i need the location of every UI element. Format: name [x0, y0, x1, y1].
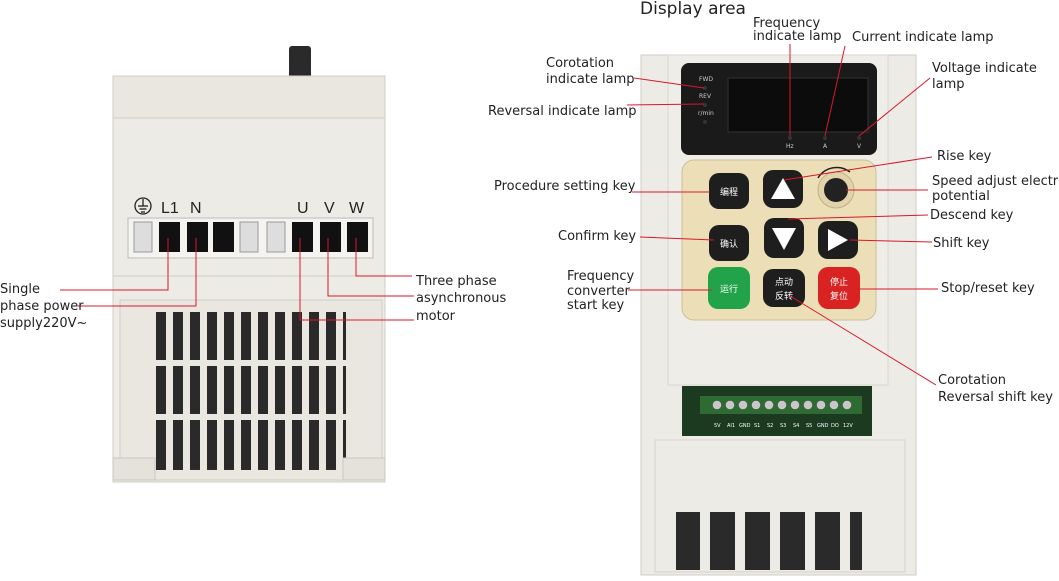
right-vent-bars — [700, 512, 850, 570]
callout-frequency-lamp-1: Frequency — [753, 16, 820, 31]
callout-corotation-reversal-2: Reversal shift key — [938, 390, 1053, 405]
top-cable-gland — [289, 46, 311, 78]
callout-frequency-lamp-2: indicate lamp — [753, 29, 842, 44]
left-mount-foot — [112, 457, 156, 481]
callout-shift-key: Shift key — [933, 236, 990, 251]
rmin-lamp — [703, 120, 707, 124]
led-label-rev: REV — [699, 93, 712, 100]
stop-key-label-1: 停止 — [830, 276, 848, 288]
hz-lamp — [788, 136, 792, 140]
callout-speed-adjust-2: potential — [932, 189, 990, 204]
terminal-label-n: N — [190, 200, 202, 217]
run-key-label: 运行 — [720, 283, 738, 295]
right-leader-lines — [626, 44, 938, 386]
fwd-lamp — [703, 86, 707, 90]
terminal-label-u: U — [297, 200, 309, 217]
run-key[interactable]: 运行 — [708, 267, 750, 309]
callout-voltage-lamp-1: Voltage indicate — [932, 61, 1037, 76]
led-label-rmin: r/min — [698, 110, 714, 117]
callout-reversal-lamp: Reversal indicate lamp — [488, 104, 637, 119]
terminal-label-v: V — [324, 200, 335, 217]
callout-start-key-2: converter — [567, 284, 630, 299]
terminal-5v: 5V — [714, 423, 721, 429]
callout-corotation-reversal-1: Corotation — [938, 373, 1006, 388]
terminal-screw-row — [712, 400, 852, 410]
v-lamp — [857, 136, 861, 140]
callout-single-phase-2: phase power — [0, 299, 84, 314]
terminal-label-l1: L1 — [161, 200, 179, 217]
jog-reverse-key[interactable]: 点动 反转 — [763, 269, 805, 307]
callout-motor-1: Three phase — [415, 274, 497, 289]
terminal-s2: S2 — [767, 423, 773, 429]
callout-single-phase-1: Single — [0, 282, 40, 297]
shift-key[interactable] — [818, 221, 858, 259]
program-key[interactable]: 编程 — [709, 173, 749, 209]
terminal-slots — [133, 221, 368, 253]
callout-speed-adjust-1: Speed adjust electric — [932, 174, 1059, 189]
terminal-gnd-2: GND — [817, 423, 829, 429]
stop-reset-key[interactable]: 停止 复位 — [818, 267, 860, 309]
down-arrow-icon — [772, 228, 796, 250]
callout-stop-reset-key: Stop/reset key — [941, 281, 1035, 296]
right-arrow-icon — [828, 229, 848, 251]
right-mount-foot — [342, 457, 386, 481]
callout-current-lamp: Current indicate lamp — [852, 30, 994, 45]
callout-motor-2: asynchronous — [416, 291, 507, 306]
led-label-fwd: FWD — [699, 76, 713, 83]
callout-confirm-key: Confirm key — [558, 229, 636, 244]
terminal-ai1: AI1 — [727, 423, 735, 429]
jog-key-label-1: 点动 — [775, 277, 793, 288]
callout-procedure-key: Procedure setting key — [494, 179, 636, 194]
terminal-s4: S4 — [793, 423, 799, 429]
stop-key-label-2: 复位 — [830, 290, 848, 302]
left-vent-grille — [156, 312, 346, 470]
unit-label-a: A — [823, 143, 828, 150]
a-lamp — [823, 136, 827, 140]
descend-key[interactable] — [764, 218, 804, 258]
rise-key[interactable] — [763, 170, 803, 208]
terminal-s5: S5 — [806, 423, 812, 429]
right-inverter-unit: FWD REV r/min Hz A V 编程 确认 — [640, 54, 917, 576]
terminal-gnd-1: GND — [739, 423, 751, 429]
callout-start-key-1: Frequency — [567, 269, 634, 284]
unit-label-v: V — [857, 143, 862, 150]
left-leader-lines — [60, 238, 414, 321]
ground-icon — [134, 197, 152, 215]
speed-knob[interactable] — [817, 166, 855, 209]
terminal-label-w: W — [349, 200, 365, 217]
unit-label-hz: Hz — [786, 143, 794, 150]
terminal-do: DO — [831, 423, 839, 429]
terminal-s1: S1 — [754, 423, 760, 429]
callout-descend-key: Descend key — [930, 208, 1014, 223]
confirm-key-label: 确认 — [720, 238, 738, 250]
display-area-title: Display area — [640, 0, 746, 19]
confirm-key[interactable]: 确认 — [709, 225, 749, 261]
callout-start-key-3: start key — [567, 298, 624, 313]
callout-rise-key: Rise key — [937, 149, 992, 164]
jog-key-label-2: 反转 — [775, 290, 793, 302]
program-key-label: 编程 — [720, 186, 738, 198]
terminal-12v: 12V — [843, 423, 853, 429]
led-digits — [727, 77, 869, 133]
callout-motor-3: motor — [416, 309, 456, 324]
left-top-cover — [112, 75, 386, 119]
left-inverter-unit: L1 N U V W — [112, 46, 386, 483]
up-arrow-icon — [771, 178, 795, 199]
callout-single-phase-3: supply220V~ — [0, 316, 87, 331]
callout-voltage-lamp-2: lamp — [932, 77, 965, 92]
callout-corotation-lamp-1: Corotation — [546, 56, 614, 71]
terminal-s3: S3 — [780, 423, 786, 429]
callout-corotation-lamp-2: indicate lamp — [546, 72, 635, 87]
